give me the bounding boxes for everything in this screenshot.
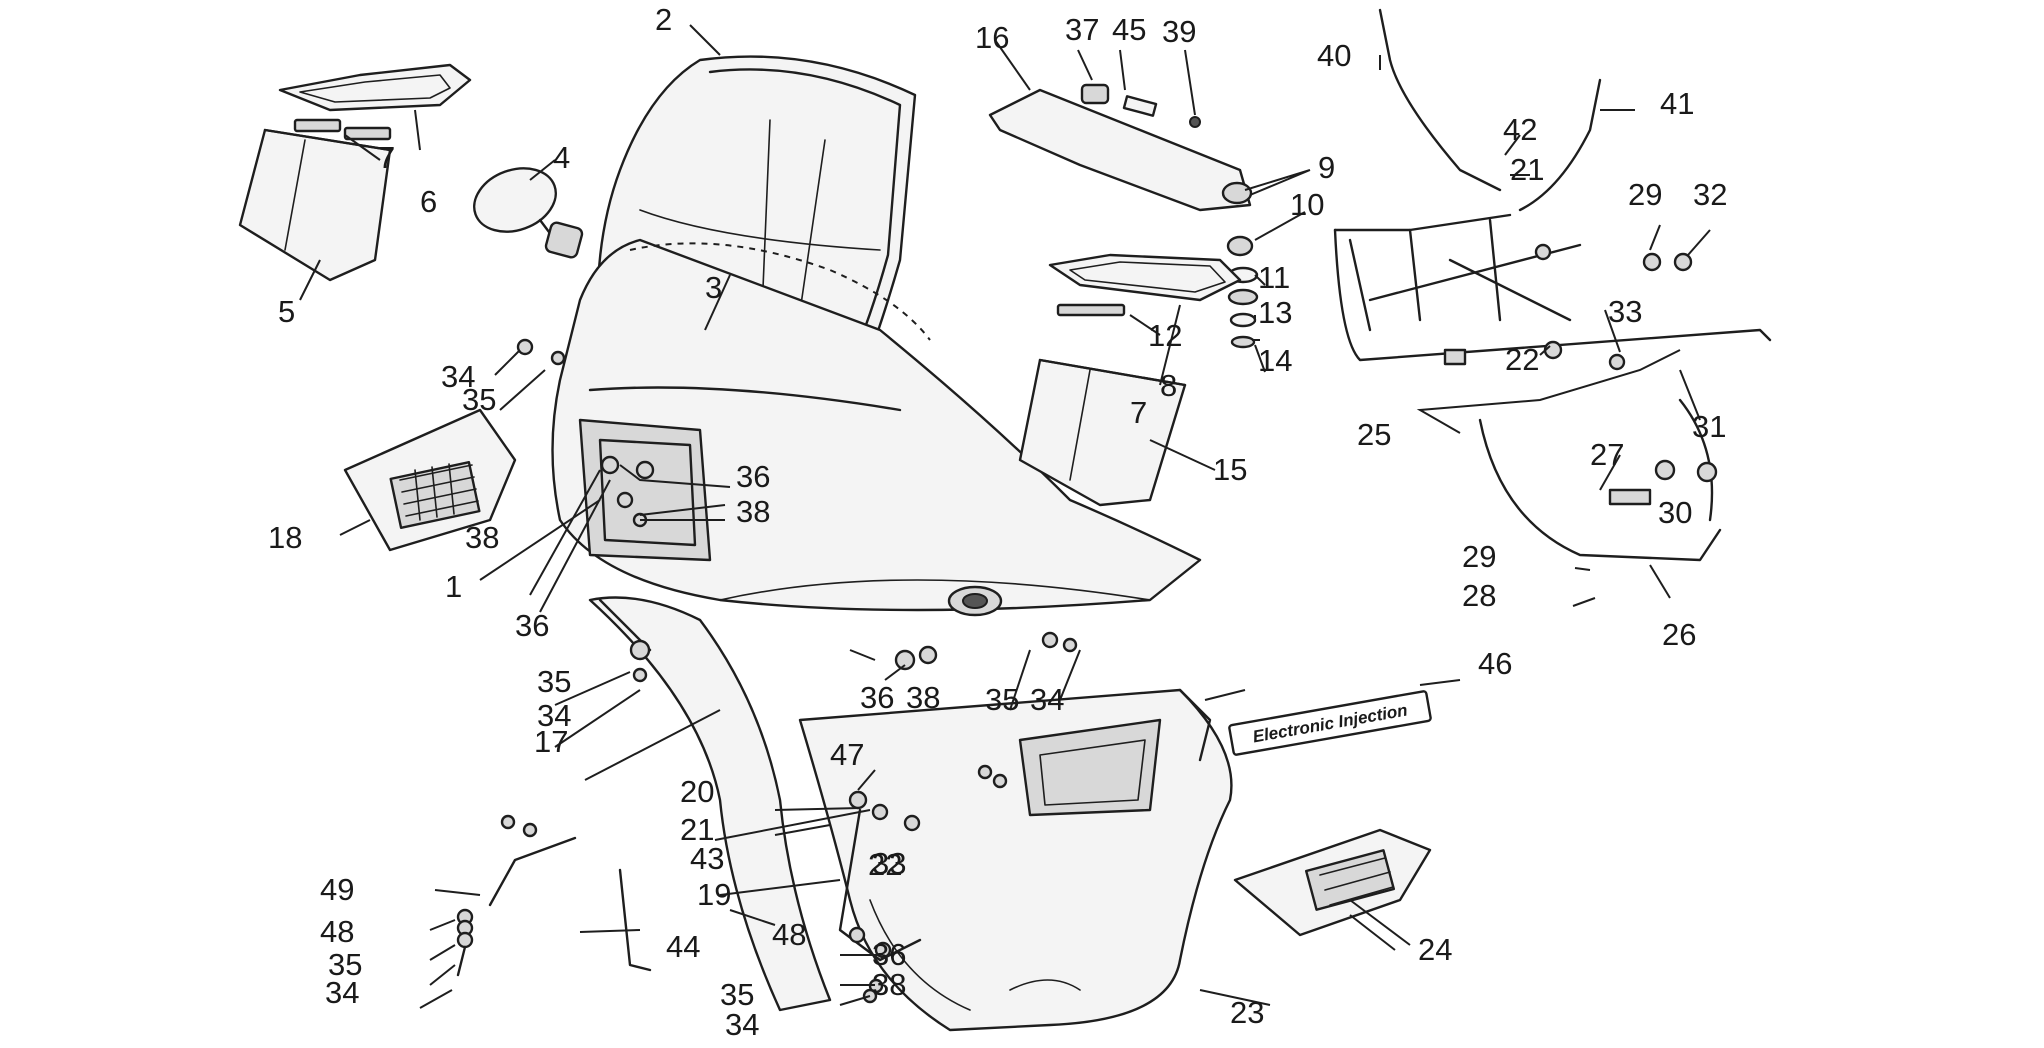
callout-1: 1	[445, 569, 462, 604]
callout-20: 20	[680, 774, 714, 809]
lower-vent	[1233, 828, 1432, 937]
callout-13: 13	[1258, 295, 1292, 330]
callout-6: 6	[420, 184, 437, 219]
callout-36: 36	[515, 608, 549, 643]
callout-14: 14	[1258, 343, 1292, 378]
callout-35: 35	[328, 947, 362, 982]
callout-48: 48	[320, 914, 354, 949]
callout-35: 35	[462, 382, 496, 417]
callout-37: 37	[1065, 12, 1099, 47]
callout-44: 44	[666, 929, 700, 964]
callout-7: 7	[378, 140, 395, 175]
callout-11: 11	[1258, 260, 1290, 295]
callout-28: 28	[1462, 578, 1496, 613]
callout-19: 19	[697, 877, 731, 912]
callout-41: 41	[1660, 86, 1694, 121]
callout-49: 49	[320, 872, 354, 907]
callout-32: 32	[1693, 177, 1727, 212]
callout-38: 38	[872, 967, 906, 1002]
callout-35: 35	[985, 682, 1019, 717]
callout-43: 43	[690, 841, 724, 876]
callout-7: 7	[1130, 395, 1147, 430]
callout-38: 38	[736, 494, 770, 529]
callout-21: 21	[680, 812, 714, 847]
callout-30: 30	[1658, 495, 1692, 530]
callout-34: 34	[325, 975, 359, 1010]
callout-labels: 1234567789101112131415161718192021212222…	[268, 2, 1727, 1042]
callout-34: 34	[441, 359, 475, 394]
callout-3: 3	[705, 270, 722, 305]
lower-brackets	[456, 790, 922, 1004]
callout-48: 48	[772, 917, 806, 952]
callout-38: 38	[906, 680, 940, 715]
callout-18: 18	[268, 520, 302, 555]
mirror	[473, 167, 584, 259]
callout-4: 4	[553, 140, 570, 175]
callout-22: 22	[868, 847, 902, 882]
glove-box	[1018, 358, 1187, 507]
air-vent	[343, 408, 517, 552]
callout-35: 35	[537, 664, 571, 699]
callout-45: 45	[1112, 12, 1146, 47]
callout-10: 10	[1290, 187, 1324, 222]
callout-33: 33	[872, 846, 906, 881]
fasteners	[516, 243, 1626, 789]
callout-38: 38	[465, 520, 499, 555]
callout-47: 47	[830, 737, 864, 772]
callout-46: 46	[1478, 646, 1512, 681]
callout-34: 34	[537, 698, 571, 733]
callout-2: 2	[655, 2, 672, 37]
callout-25: 25	[1357, 417, 1391, 452]
callout-16: 16	[975, 20, 1009, 55]
callout-23: 23	[1230, 995, 1264, 1030]
callout-27: 27	[1590, 437, 1624, 472]
callout-33: 33	[1608, 294, 1642, 329]
callout-40: 40	[1317, 38, 1351, 73]
leader-lines	[299, 24, 1711, 1009]
callout-42: 42	[1503, 112, 1537, 147]
instrument-bezel	[1048, 253, 1242, 317]
callout-8: 8	[1160, 368, 1177, 403]
callout-36: 36	[872, 937, 906, 972]
callout-34: 34	[1030, 682, 1064, 717]
left-cover-parts	[238, 63, 472, 282]
callout-17: 17	[534, 724, 568, 759]
mount-stack	[1221, 181, 1259, 349]
electronic-injection-badge: Electronic Injection	[1228, 690, 1432, 756]
callout-26: 26	[1662, 617, 1696, 652]
callout-12: 12	[1148, 318, 1182, 353]
callout-34: 34	[725, 1007, 759, 1042]
callout-5: 5	[278, 294, 295, 329]
callout-29: 29	[1462, 539, 1496, 574]
callout-36: 36	[736, 459, 770, 494]
callout-9: 9	[1318, 150, 1335, 185]
callout-39: 39	[1162, 14, 1196, 49]
callout-15: 15	[1213, 452, 1247, 487]
support-frame	[1333, 8, 1772, 562]
callout-22: 22	[1505, 342, 1539, 377]
callout-36: 36	[860, 680, 894, 715]
callout-24: 24	[1418, 932, 1452, 967]
callout-31: 31	[1692, 409, 1726, 444]
dash-panel	[988, 83, 1252, 212]
callout-35: 35	[720, 977, 754, 1012]
callout-21: 21	[1510, 152, 1544, 187]
callout-29: 29	[1628, 177, 1662, 212]
